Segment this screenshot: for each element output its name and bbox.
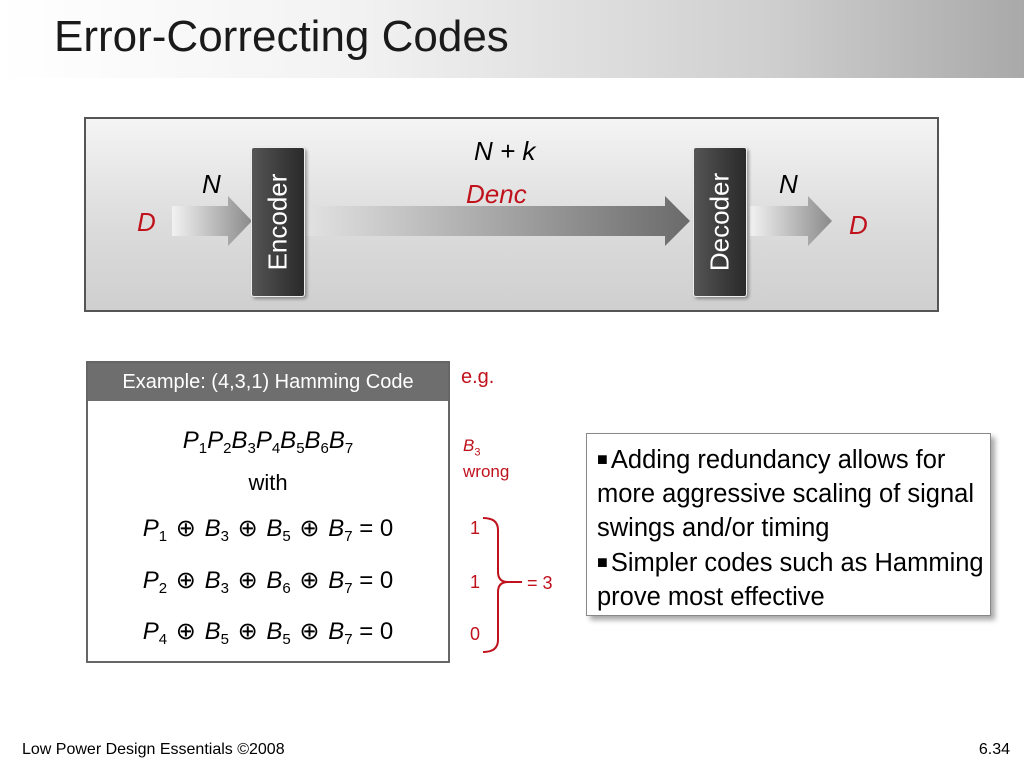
math-term: B5 [280,427,305,457]
bullet-text-1: Adding redundancy allows for more aggres… [597,446,975,542]
channel-arrow [306,196,690,246]
xor-operator: ⊕ [292,515,327,542]
wrong-bit-note: B3 wrong [463,436,509,481]
output-symbol: D [849,210,868,240]
math-term: P1 [182,427,208,457]
math-term: B3 [204,515,229,545]
math-term: B5 [266,515,291,545]
bullet-square-icon: ■ [597,449,608,469]
xor-operator: ⊕ [292,618,327,645]
decoder-block: Decoder [693,147,747,297]
syndrome-bit-1: 1 [470,518,481,538]
bullet-square-icon: ■ [597,552,608,572]
example-header: Example: (4,3,1) Hamming Code [88,363,448,401]
xor-operator: ⊕ [169,618,203,645]
input-symbol: D [137,207,156,237]
math-term: B5 [266,618,291,648]
xor-operator: ⊕ [292,567,327,594]
hamming-example-box: Example: (4,3,1) Hamming Code P1P2B3P4B5… [86,361,450,663]
channel-width: N + k [474,136,536,166]
bullet-text-2: Simpler codes such as Hamming prove most… [597,549,984,611]
parity-equation-3: P4 ⊕ B5 ⊕ B5 ⊕ B7 = 0 [88,617,448,648]
math-term: P2 [142,567,168,597]
bullet-list: ■Adding redundancy allows for more aggre… [597,442,989,614]
math-term: B7 [328,618,353,648]
syndrome-bit-2: 1 [470,572,481,592]
xor-operator: ⊕ [169,567,203,594]
syndrome-bit-3: 0 [470,624,481,644]
syndrome-result: = 3 [527,573,553,593]
math-term: B7 [328,427,354,457]
output-arrow [750,196,832,246]
input-width: N [202,169,221,199]
eg-label: e.g. [461,366,495,388]
xor-operator: ⊕ [169,515,203,542]
equals-zero: = 0 [352,618,394,645]
math-term: P2 [207,427,232,457]
wrong-bit-sub: 3 [474,446,481,459]
with-label: with [248,470,288,495]
math-term: P4 [255,427,281,457]
xor-operator: ⊕ [230,567,265,594]
wrong-bit-var: B [463,436,475,455]
bullet-box: ■Adding redundancy allows for more aggre… [586,433,991,616]
math-term: B6 [266,567,291,597]
xor-operator: ⊕ [230,618,265,645]
math-term: B6 [304,427,329,457]
encoder-block: Encoder [251,147,305,297]
bullet-item-1: ■Adding redundancy allows for more aggre… [597,442,989,545]
channel-symbol: Denc [466,179,527,209]
slide-title: Error-Correcting Codes [54,12,509,61]
math-term: B3 [231,427,256,457]
output-width: N [779,169,798,199]
parity-equation-2: P2 ⊕ B3 ⊕ B6 ⊕ B7 = 0 [88,566,448,597]
math-term: P1 [142,515,168,545]
input-arrow [172,196,252,246]
math-term: B5 [204,618,229,648]
math-term: P4 [142,618,168,648]
math-term: B7 [328,515,353,545]
equals-zero: = 0 [352,515,394,542]
title-bar [0,0,1024,78]
parity-equation-1: P1 ⊕ B3 ⊕ B5 ⊕ B7 = 0 [88,514,448,545]
slide-number: 6.34 [978,741,1010,758]
math-term: B3 [204,567,229,597]
equals-zero: = 0 [352,567,394,594]
footer-credit: Low Power Design Essentials ©2008 [22,741,285,758]
math-term: B7 [328,567,353,597]
wrong-bit-text: wrong [463,462,510,482]
xor-operator: ⊕ [230,515,265,542]
bullet-item-2: ■Simpler codes such as Hamming prove mos… [597,545,989,614]
codeword-expression: P1P2B3P4B5B6B7 [88,427,448,457]
